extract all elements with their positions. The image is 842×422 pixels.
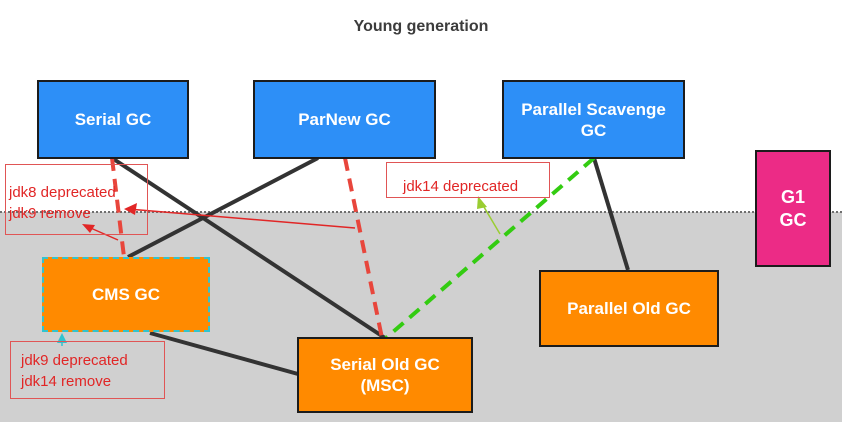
link-parnew-to-cms [127, 156, 319, 259]
parallel-scavenge-gc-label: Parallel Scavenge GC [521, 99, 666, 141]
link-serial-to-serial-old [110, 156, 387, 340]
parallel-old-gc-box[interactable]: Parallel Old GC [539, 270, 719, 347]
parallel-scavenge-line-1: Parallel Scavenge [521, 99, 666, 119]
ps-serial-old-note-text: jdk14 deprecated [403, 178, 519, 195]
link-parallel-scavenge-to-serial-old-deprecated [384, 156, 596, 340]
parnew-gc-box[interactable]: ParNew GC [253, 80, 436, 159]
serial-gc-box[interactable]: Serial GC [37, 80, 189, 159]
young-generation-heading: Young generation [353, 18, 489, 35]
g1-line-1: G1 [780, 186, 805, 207]
serial-cms-note-line-1: jdk8 deprecated [9, 184, 116, 201]
g1-gc-label: G1 GC [780, 186, 807, 232]
g1-gc-box[interactable]: G1 GC [755, 150, 831, 267]
arrowhead-note-cms [57, 333, 67, 343]
ps-serial-old-deprecation-note: jdk14 deprecated [386, 162, 550, 198]
parallel-old-gc-label: Parallel Old GC [567, 299, 691, 318]
serial-gc-label: Serial GC [74, 110, 152, 129]
parallel-scavenge-gc-box[interactable]: Parallel Scavenge GC [502, 80, 685, 159]
arrowhead-note-serial-cms [82, 224, 95, 233]
parnew-gc-label: ParNew GC [298, 110, 391, 129]
link-cms-to-serial-old [149, 331, 299, 376]
serial-cms-deprecation-note: jdk8 deprecated jdk9 remove [5, 164, 148, 235]
serial-old-gc-label: Serial Old GC (MSC) [330, 354, 440, 396]
serial-old-gc-box[interactable]: Serial Old GC (MSC) [297, 337, 473, 413]
link-parallel-scavenge-to-parallel-old [592, 157, 630, 271]
cms-note-line-1: jdk9 deprecated [21, 352, 128, 369]
serial-old-line-1: Serial Old GC [330, 355, 440, 374]
serial-cms-note-line-2: jdk9 remove [9, 205, 91, 222]
arrowhead-note-parnew [124, 203, 137, 215]
link-serial-to-cms-deprecated [110, 157, 126, 258]
cms-deprecation-note: jdk9 deprecated jdk14 remove [10, 341, 165, 399]
generation-divider [0, 211, 842, 213]
cms-gc-box[interactable]: CMS GC [42, 257, 210, 332]
cms-note-line-2: jdk14 remove [21, 373, 112, 390]
serial-old-line-2: (MSC) [360, 376, 410, 395]
arrowhead-note-ps [477, 196, 487, 209]
parallel-scavenge-line-2: GC [580, 120, 607, 140]
arrow-note-to-parnew-serial-old [127, 208, 356, 229]
link-parnew-to-serial-old-deprecated [343, 157, 384, 339]
cms-gc-label: CMS GC [92, 285, 160, 304]
g1-line-2: GC [779, 209, 807, 230]
